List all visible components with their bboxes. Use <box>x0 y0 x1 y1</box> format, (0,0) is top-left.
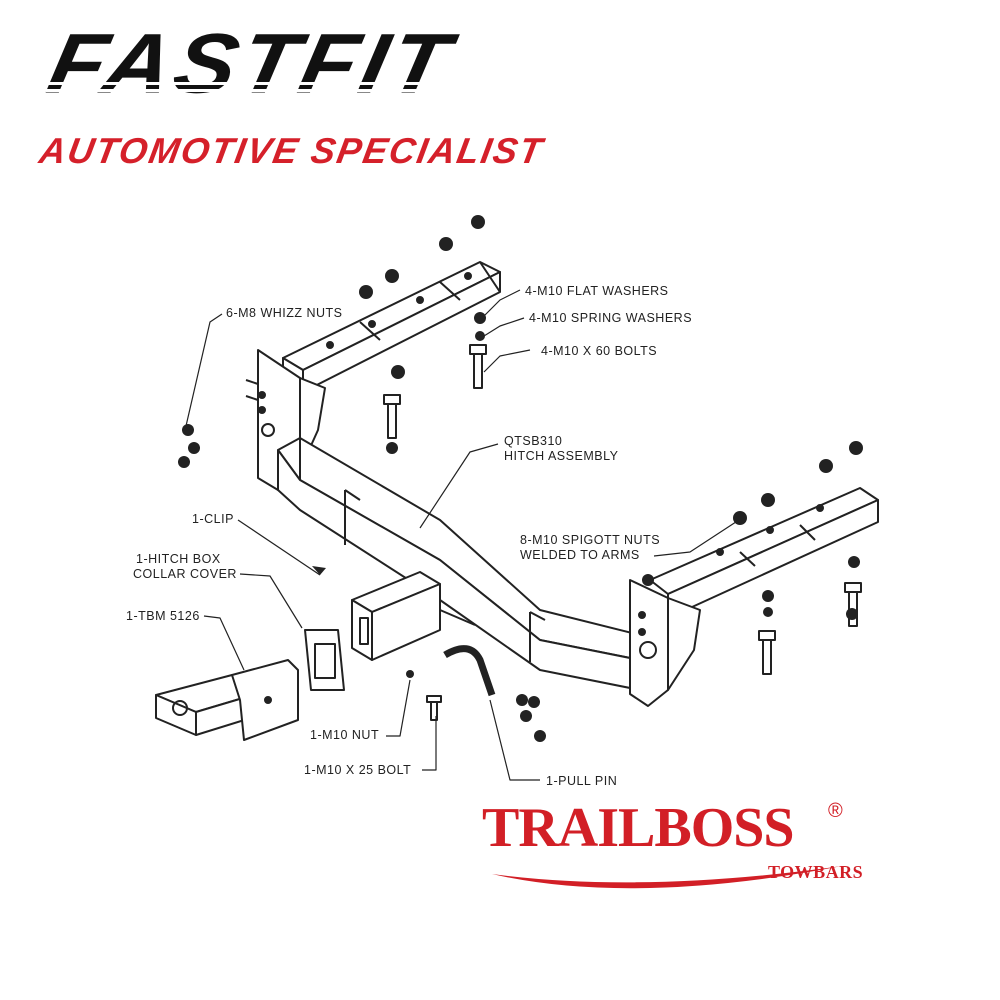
label-pull-pin: 1-PULL PIN <box>546 774 618 788</box>
label-spigott-nuts-line2: WELDED TO ARMS <box>520 548 640 562</box>
trailboss-swoosh <box>492 866 842 889</box>
label-spigott-nuts-line1: 8-M10 SPIGOTT NUTS <box>520 533 661 547</box>
label-hitch-assembly: HITCH ASSEMBLY <box>504 449 619 463</box>
hitch-receiver <box>351 571 476 661</box>
leader-lines <box>185 289 743 781</box>
label-collar-cover-line2: COLLAR COVER <box>133 567 237 581</box>
label-whizz-nuts: 6-M8 WHIZZ NUTS <box>226 306 343 320</box>
label-bolt-25: 1-M10 X 25 BOLT <box>304 763 412 777</box>
label-tbm: 1-TBM 5126 <box>126 609 200 623</box>
right-bracket <box>629 579 701 707</box>
label-bolts-60: 4-M10 X 60 BOLTS <box>541 344 658 358</box>
trailboss-name: TRAILBOSS <box>482 797 795 859</box>
collar-cover <box>304 629 345 691</box>
trailboss-logo: TRAILBOSS ® TOWBARS <box>482 796 864 896</box>
right-arm <box>649 487 879 619</box>
label-m10-nut: 1-M10 NUT <box>310 728 380 742</box>
tow-ball-mount <box>155 659 299 741</box>
label-collar-cover-line1: 1-HITCH BOX <box>136 552 221 566</box>
trailboss-registered: ® <box>828 800 843 822</box>
label-spring-washers: 4-M10 SPRING WASHERS <box>529 311 693 325</box>
label-hitch-assembly-code: QTSB310 <box>504 434 563 448</box>
nuts <box>178 215 863 742</box>
pull-pin <box>443 645 496 697</box>
label-clip: 1-CLIP <box>192 512 234 526</box>
label-flat-washers: 4-M10 FLAT WASHERS <box>525 284 669 298</box>
bolts <box>383 344 862 721</box>
trailboss-sub: TOWBARS <box>768 862 864 882</box>
